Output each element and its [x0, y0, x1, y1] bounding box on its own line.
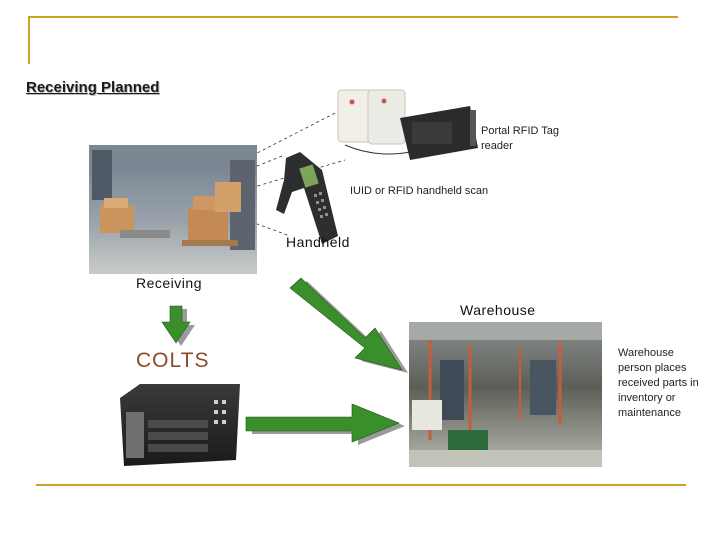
handheld-label: Handheld [286, 234, 350, 250]
receiving-photo [89, 145, 257, 274]
horizontal-arrow-icon [245, 403, 405, 445]
left-rule [28, 16, 30, 64]
bottom-rule [36, 484, 686, 486]
handheld-scan-label: IUID or RFID handheld scan [350, 185, 489, 197]
warehouse-note: Warehouse person places received parts i… [618, 347, 699, 419]
top-rule [28, 16, 678, 18]
warehouse-label: Warehouse [460, 302, 536, 318]
warehouse-photo [409, 322, 602, 467]
down-arrow-icon [161, 305, 195, 346]
diagonal-arrow-icon [289, 277, 408, 373]
slide-title: Receiving Planned [26, 79, 160, 96]
server-chassis-icon [120, 384, 240, 466]
portal-reader-icon [337, 89, 478, 160]
receiving-label: Receiving [136, 275, 202, 291]
handheld-scanner-icon [276, 152, 338, 244]
portal-reader-label: Portal RFID Tag reader [481, 125, 560, 152]
colts-label: COLTS [136, 349, 210, 372]
